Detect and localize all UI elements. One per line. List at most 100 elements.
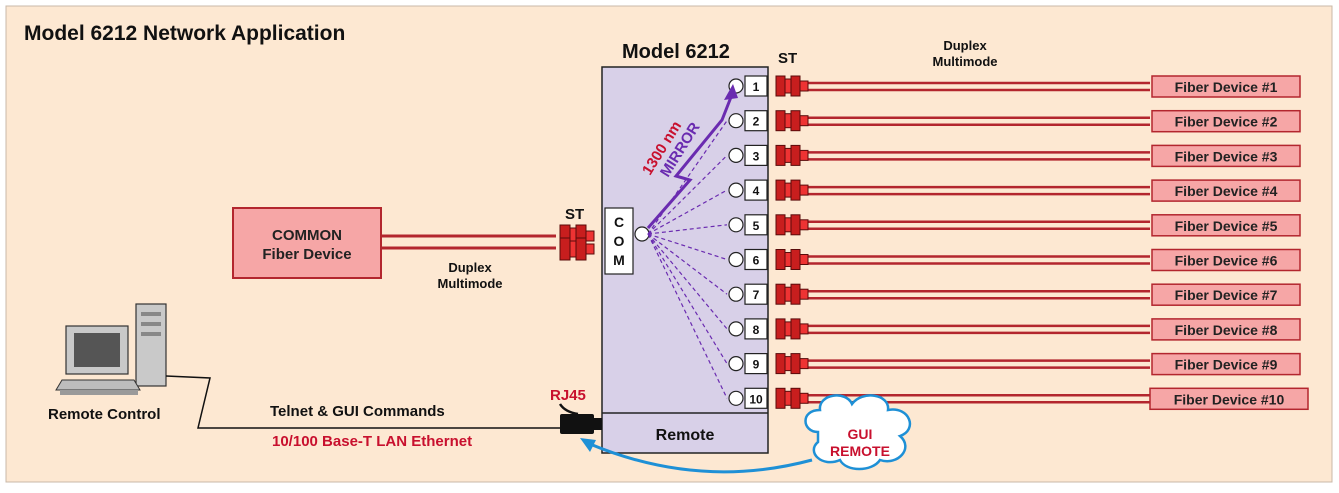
st-connector-icon [775, 283, 809, 305]
st-connector-icon [775, 249, 809, 270]
st-connector-icon [775, 179, 809, 201]
port-number: 10 [749, 392, 763, 406]
fiber-device-box [1151, 318, 1301, 341]
fiber-device-box [1151, 75, 1301, 98]
fiber-device-box [1149, 387, 1309, 411]
port-box [744, 214, 768, 236]
mirror-path-7 [647, 233, 728, 295]
gui-remote-line2: REMOTE [830, 443, 890, 459]
port-group: 1 2 3 4 5 6 7 8 9 10 [647, 75, 768, 409]
duplex-left-line1: Duplex [448, 260, 492, 275]
fiber-device-box [1151, 144, 1301, 168]
port-lens-icon [728, 286, 744, 302]
port-number: 5 [753, 219, 760, 233]
rj45-plug-icon [594, 418, 602, 430]
port-number: 3 [753, 149, 760, 163]
diagram-title: Model 6212 Network Application [24, 22, 345, 45]
gui-remote-cloud-icon [804, 394, 912, 471]
port-box [744, 283, 768, 305]
port-number: 2 [753, 115, 760, 129]
fiber-device-box [1151, 248, 1301, 272]
mirror-beam [646, 91, 735, 229]
remote-control-label: Remote Control [48, 406, 161, 423]
com-lens-icon [634, 226, 650, 242]
fiber-device-box [1151, 179, 1301, 202]
fiber-device-label: Fiber Device #6 [1175, 253, 1278, 269]
com-letter-m: M [613, 252, 625, 268]
port-lens-icon [728, 356, 744, 372]
gui-remote-line1: GUI [848, 426, 873, 442]
common-device-line2: Fiber Device [262, 246, 351, 263]
fiber-device-label: Fiber Device #10 [1174, 391, 1285, 407]
st-label-top: ST [778, 50, 797, 67]
port-box [744, 75, 768, 97]
port-number: 6 [753, 254, 760, 268]
port-lens-icon [728, 113, 744, 129]
mirror-path-10 [647, 233, 728, 399]
fiber-device-box [1151, 109, 1301, 133]
lan-cable [165, 375, 560, 429]
mirror-path-4 [647, 189, 728, 235]
fiber-device-label: Fiber Device #8 [1175, 322, 1278, 338]
model-label: Model 6212 [622, 41, 730, 63]
port-box [744, 110, 768, 132]
fiber-device-label: Fiber Device #4 [1175, 183, 1278, 199]
port-lens-icon [728, 390, 744, 406]
port-box [744, 248, 768, 271]
st-connector-icon [775, 387, 809, 409]
fiber-device-box [1151, 214, 1301, 237]
port-lens-icon [728, 251, 744, 268]
duplex-left-line2: Multimode [438, 276, 503, 291]
duplex-top-line1: Duplex [943, 38, 987, 53]
fiber-device-label: Fiber Device #7 [1175, 287, 1278, 303]
st-connector-icon [775, 110, 809, 132]
remote-section-label: Remote [656, 427, 715, 444]
rj45-connector-icon [560, 414, 594, 434]
fiber-group: Fiber Device #1 Fiber Device #2 Fiber Devi… [775, 75, 1309, 411]
fiber-device-label: Fiber Device #1 [1175, 79, 1278, 95]
fiber-device-box [1151, 352, 1301, 376]
port-number: 4 [753, 184, 760, 198]
fiber-device-label: Fiber Device #2 [1175, 114, 1278, 130]
fiber-device-label: Fiber Device #5 [1175, 218, 1278, 234]
mirror-path-3 [647, 154, 728, 235]
fiber-device-label: Fiber Device #3 [1175, 148, 1278, 164]
port-box [744, 318, 768, 340]
lan-label: 10/100 Base-T LAN Ethernet [272, 433, 472, 450]
port-box [744, 387, 768, 409]
gui-remote-arrow [589, 442, 813, 474]
fiber-device-label: Fiber Device #9 [1175, 357, 1278, 373]
port-box [744, 353, 768, 375]
gui-remote-arrowhead-icon [580, 438, 596, 452]
port-box [744, 144, 768, 166]
rj45-label: RJ45 [550, 387, 586, 404]
com-letter-o: O [614, 233, 625, 249]
st-connector-icon [775, 144, 809, 166]
port-number: 1 [753, 80, 760, 94]
mirror-beam-arrow-icon [724, 84, 738, 100]
mirror-path-9 [647, 233, 728, 364]
common-device-line1: COMMON [272, 227, 342, 244]
st-connector-icon [775, 353, 809, 375]
st-label-left: ST [565, 206, 584, 223]
duplex-top-line2: Multimode [933, 54, 998, 69]
port-number: 7 [753, 288, 760, 302]
port-lens-icon [728, 182, 744, 198]
port-lens-icon [728, 321, 744, 337]
port-number: 8 [753, 323, 760, 337]
st-connector-icon [775, 75, 809, 97]
common-fiber-device [232, 207, 382, 279]
com-port [604, 207, 634, 275]
com-letter-c: C [614, 214, 624, 230]
port-box [744, 179, 768, 201]
port-lens-icon [728, 217, 744, 233]
computer-icon [55, 303, 167, 395]
port-number: 9 [753, 358, 760, 372]
port-lens-icon [728, 147, 744, 163]
mirror-path-5 [647, 224, 728, 235]
telnet-label: Telnet & GUI Commands [270, 403, 445, 420]
fiber-device-box [1151, 283, 1301, 306]
st-connector-icon [775, 318, 809, 340]
